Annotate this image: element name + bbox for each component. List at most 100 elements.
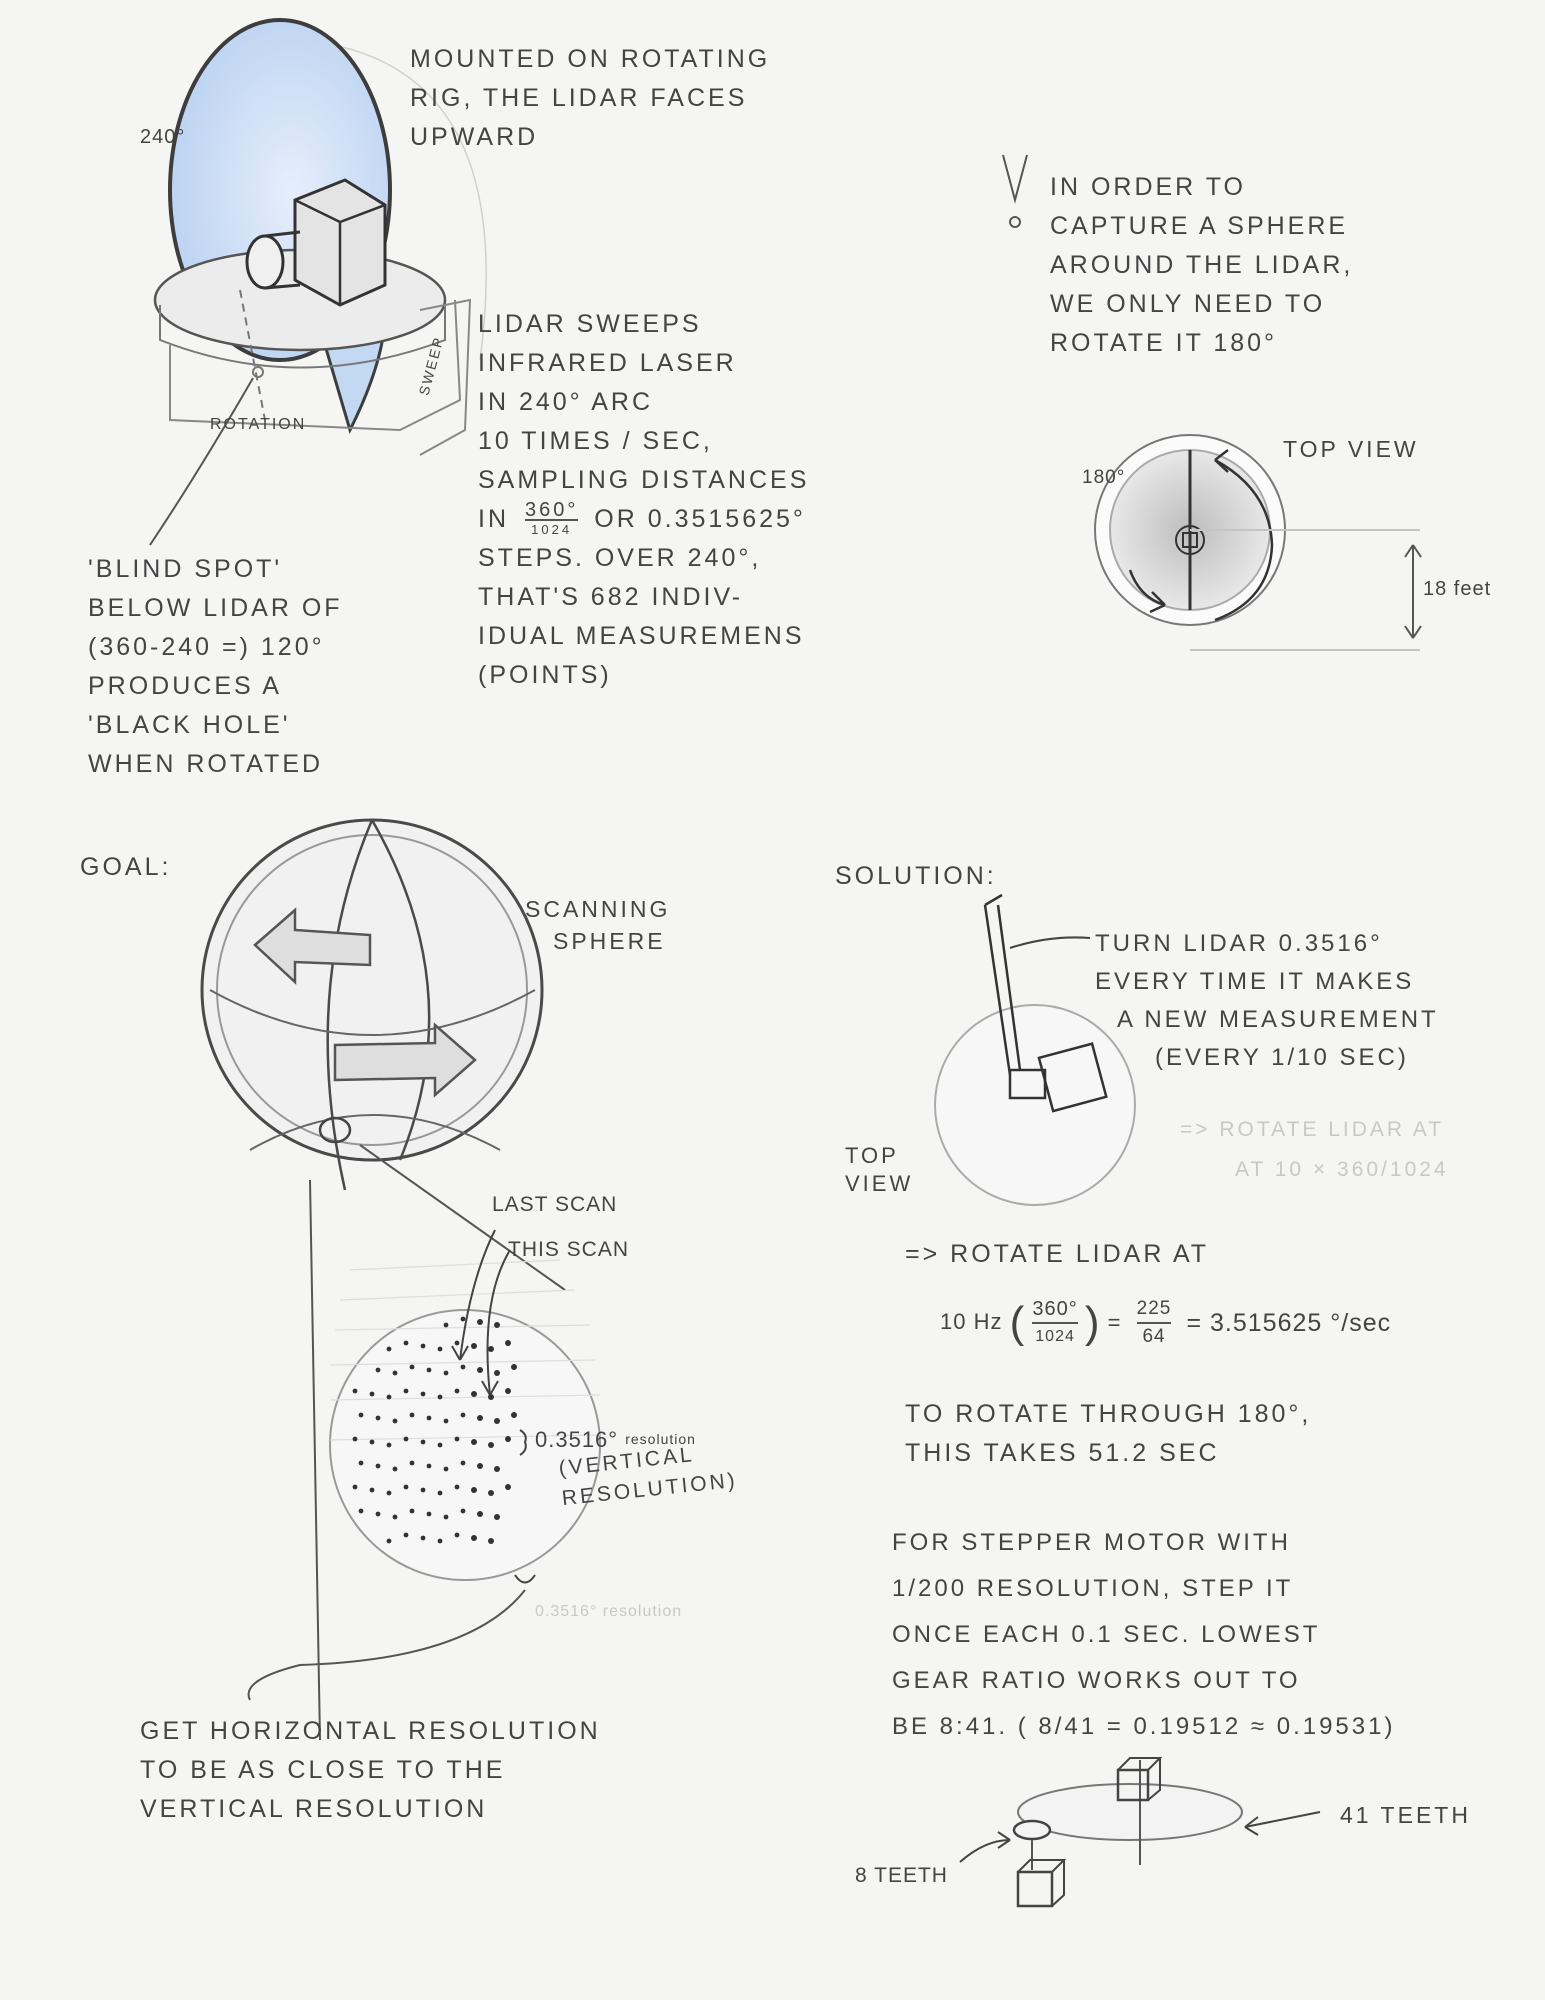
solution-top-view-line: TOP [845,1142,913,1170]
formula-numerator-2: 225 [1137,1296,1172,1324]
scan-point [404,1533,409,1538]
rig-caption-line: MOUNTED ON ROTATING [410,40,770,79]
sphere-capture-line: WE ONLY NEED TO [1050,285,1353,324]
blind-spot-line: WHEN ROTATED [88,745,343,784]
rotation-label: ROTATION [210,405,306,444]
scan-point [359,1413,364,1418]
solution-heading: SOLUTION: [835,857,997,896]
scan-point [421,1488,426,1493]
fraction-denominator: 1024 [525,521,578,539]
scan-point [427,1464,432,1469]
scan-point [376,1416,381,1421]
lidar-notes-line: LIDAR SWEEPS [478,305,809,344]
scan-point [461,1365,466,1370]
scan-point [421,1536,426,1541]
scan-point [505,1436,511,1442]
small-gear [1014,1821,1050,1839]
blind-spot-line: 'BLIND SPOT' [88,550,343,589]
this-scan-label: THIS SCAN [508,1230,629,1269]
scan-point [359,1509,364,1514]
stepper-motor-note: FOR STEPPER MOTOR WITH 1/200 RESOLUTION,… [892,1520,1395,1750]
angle-label: 180° [1082,458,1125,497]
scan-point [505,1388,511,1394]
sphere-outline [202,820,542,1160]
scan-point [421,1392,426,1397]
turn-note-line: A NEW MEASUREMENT [1095,1001,1439,1039]
scan-point [438,1491,443,1496]
scan-point [410,1365,415,1370]
scan-point [494,1514,500,1520]
rig-caption-line: UPWARD [410,118,770,157]
scan-point [438,1539,443,1544]
scan-point [410,1413,415,1418]
stepper-note-line: ONCE EACH 0.1 SEC. LOWEST [892,1612,1395,1658]
scan-point [444,1323,449,1328]
rotation-formula: 10 Hz ( 360° 1024 ) = 225 64 = 3.515625 … [940,1292,1391,1353]
scan-point [427,1368,432,1373]
rotation-time-note: TO ROTATE THROUGH 180°, THIS TAKES 51.2 … [905,1395,1311,1473]
lidar-notes: LIDAR SWEEPS INFRARED LASER IN 240° ARC … [478,305,809,695]
scan-point [505,1484,511,1490]
blind-spot-note: 'BLIND SPOT' BELOW LIDAR OF (360-240 =) … [88,550,343,784]
scan-point [471,1391,477,1397]
scan-point [477,1415,483,1421]
scan-point [393,1515,398,1520]
lidar-notes-line: THAT'S 682 INDIV- [478,578,809,617]
last-scan-label: LAST SCAN [492,1185,617,1224]
scan-point [427,1512,432,1517]
scan-point [488,1490,494,1496]
scan-point [494,1322,500,1328]
scan-point [376,1368,381,1373]
formula-paren-open: ( [1010,1298,1026,1347]
formula-fraction-1: 360° 1024 [1032,1296,1077,1350]
horizontal-resolution-note: GET HORIZONTAL RESOLUTION TO BE AS CLOSE… [140,1712,601,1829]
scan-point [387,1347,392,1352]
scan-point [353,1437,358,1442]
scan-point [488,1346,494,1352]
scan-point [455,1389,460,1394]
scan-point [410,1509,415,1514]
lidar-notes-line: INFRARED LASER [478,344,809,383]
arc-label: 240° [140,118,185,157]
time-note-line: TO ROTATE THROUGH 180°, [905,1395,1311,1434]
turn-note-line: (EVERY 1/10 SEC) [1095,1039,1439,1077]
scan-point [505,1340,511,1346]
stepper-motor-box [1018,1872,1052,1906]
scan-point [477,1511,483,1517]
faint-resolution-note: 0.3516° resolution [535,1592,682,1631]
solution-top-view-label: TOP VIEW [845,1142,913,1198]
scan-point [393,1371,398,1376]
top-view-label: TOP VIEW [1283,430,1419,469]
scan-point [370,1440,375,1445]
scan-point [421,1440,426,1445]
scan-point [410,1461,415,1466]
gear-41-teeth-label: 41 TEETH [1340,1796,1471,1835]
rig-caption-line: RIG, THE LIDAR FACES [410,79,770,118]
fraction-suffix: OR 0.3515625° [594,505,806,533]
fraction-degree: ° [567,499,578,521]
scan-point [393,1419,398,1424]
stepper-note-line: GEAR RATIO WORKS OUT TO [892,1658,1395,1704]
scan-point [455,1485,460,1490]
horizontal-note-line: GET HORIZONTAL RESOLUTION [140,1712,601,1751]
lidar-notes-line: STEPS. OVER 240°, [478,539,809,578]
scan-point [477,1319,483,1325]
scan-point [370,1488,375,1493]
scan-point [438,1443,443,1448]
scan-point [393,1467,398,1472]
scan-point [421,1344,426,1349]
scan-point [444,1467,449,1472]
scan-point [488,1442,494,1448]
scan-point [455,1341,460,1346]
scan-point [471,1439,477,1445]
scan-point [376,1464,381,1469]
sphere-capture-line: AROUND THE LIDAR, [1050,246,1353,285]
time-note-line: THIS TAKES 51.2 SEC [905,1434,1311,1473]
formula-paren-close: ) [1085,1298,1101,1347]
sphere-label: SCANNING SPHERE [525,893,670,957]
faint-ghost-text: => ROTATE LIDAR AT AT 10 × 360/1024 [1180,1110,1449,1190]
scan-point [376,1512,381,1517]
scan-point [370,1392,375,1397]
scan-point [444,1515,449,1520]
blind-spot-line: PRODUCES A [88,667,343,706]
